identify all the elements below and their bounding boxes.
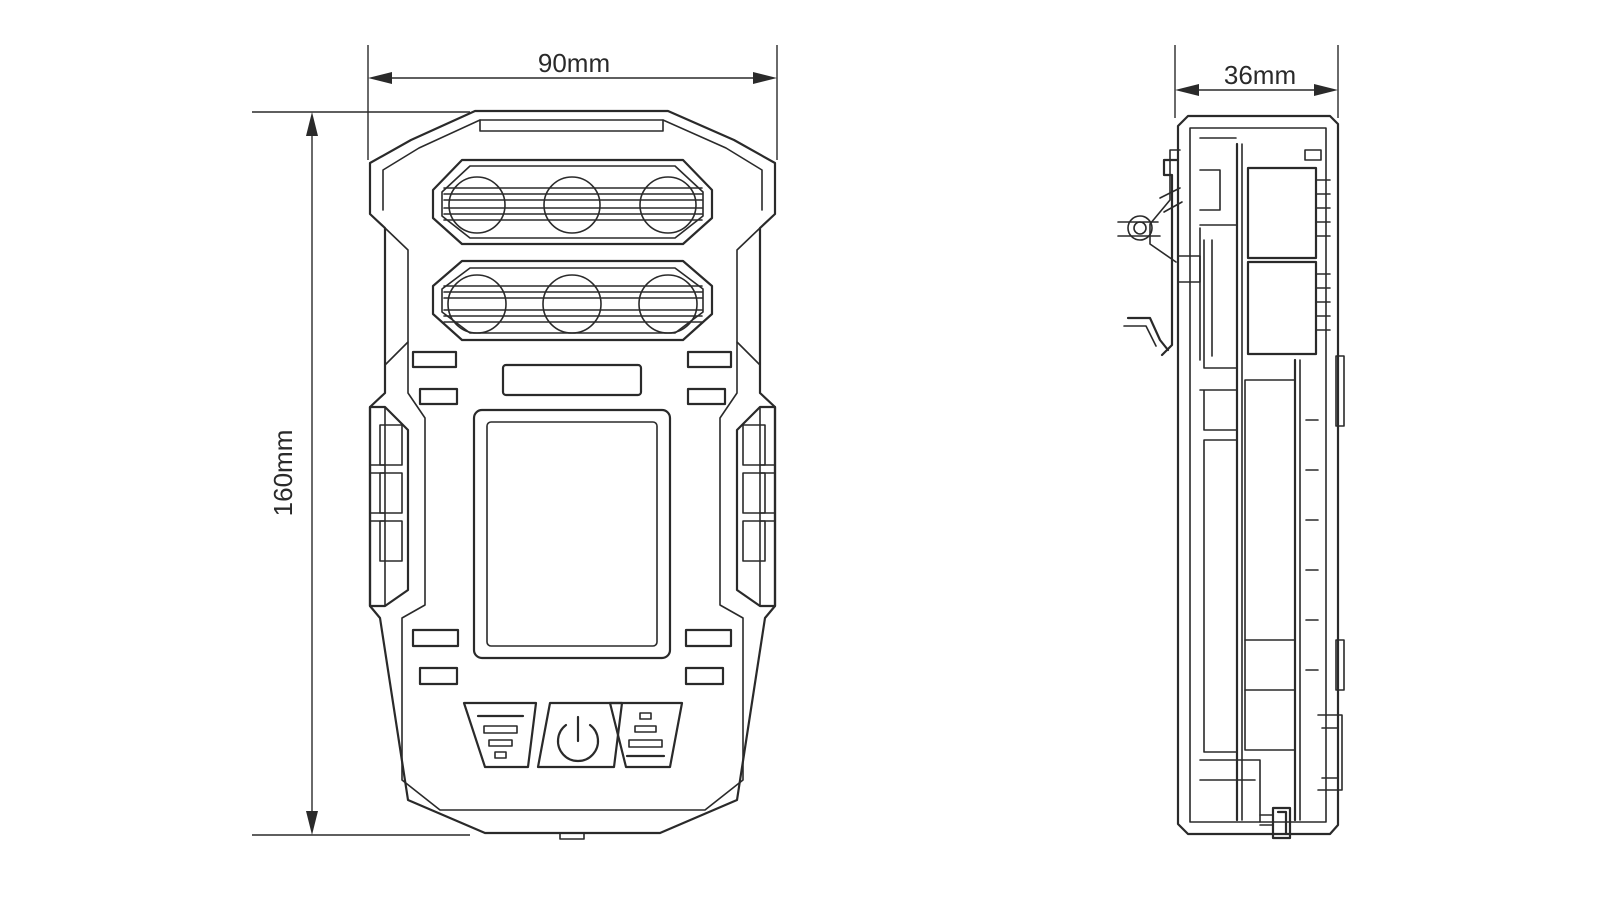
depth-dimension-label: 36mm [1224,60,1296,90]
side-port-upper [1335,355,1345,427]
right-side-grip [735,405,777,608]
width-dimension: 90mm [367,45,778,160]
middle-body-outline [401,341,744,811]
device-housing-outline [368,109,777,835]
width-dimension-label: 90mm [538,48,610,78]
height-dimension-label: 160mm [268,430,298,517]
side-view: 36mm [1117,45,1345,840]
side-housing-outline [1176,114,1340,836]
power-button[interactable] [536,701,624,769]
lower-sensor-grille [431,259,714,342]
alarm-light-bar [501,363,643,397]
descending-bars-icon [476,714,525,759]
indicator-slot-top-left [411,350,458,369]
indicator-slot-bottom-right-2 [684,666,725,686]
indicator-slot-top-right [686,350,733,369]
indicator-slot-bottom-left-2 [418,666,459,686]
ascending-bars-icon [625,712,666,758]
belt-clip [1117,149,1201,357]
indicator-slot-bottom-right [684,628,733,648]
side-battery-block [1244,379,1296,751]
side-internal-frame [1199,137,1237,753]
depth-dimension: 36mm [1174,45,1339,118]
housing-inner-edge [382,119,763,211]
side-clip-detail [1317,714,1343,791]
side-sensor-blocks [1246,149,1331,356]
ascending-bars-button[interactable] [608,701,684,769]
display-screen [472,408,672,660]
left-side-grip [368,405,410,608]
indicator-slot-bottom-left [411,628,460,648]
front-view: 90mm 160mm [252,45,778,840]
indicator-slot-top-left-2 [418,387,459,406]
upper-sensor-grille [431,158,714,246]
height-dimension: 160mm [252,111,470,836]
side-housing-inner [1189,127,1327,823]
side-bottom-connector [1271,806,1292,840]
power-icon [556,715,600,763]
bottom-connector [559,832,585,840]
indicator-slot-top-right-2 [686,387,727,406]
housing-top-inset [479,119,664,132]
descending-bars-button[interactable] [462,701,538,769]
side-port-middle [1335,639,1345,691]
